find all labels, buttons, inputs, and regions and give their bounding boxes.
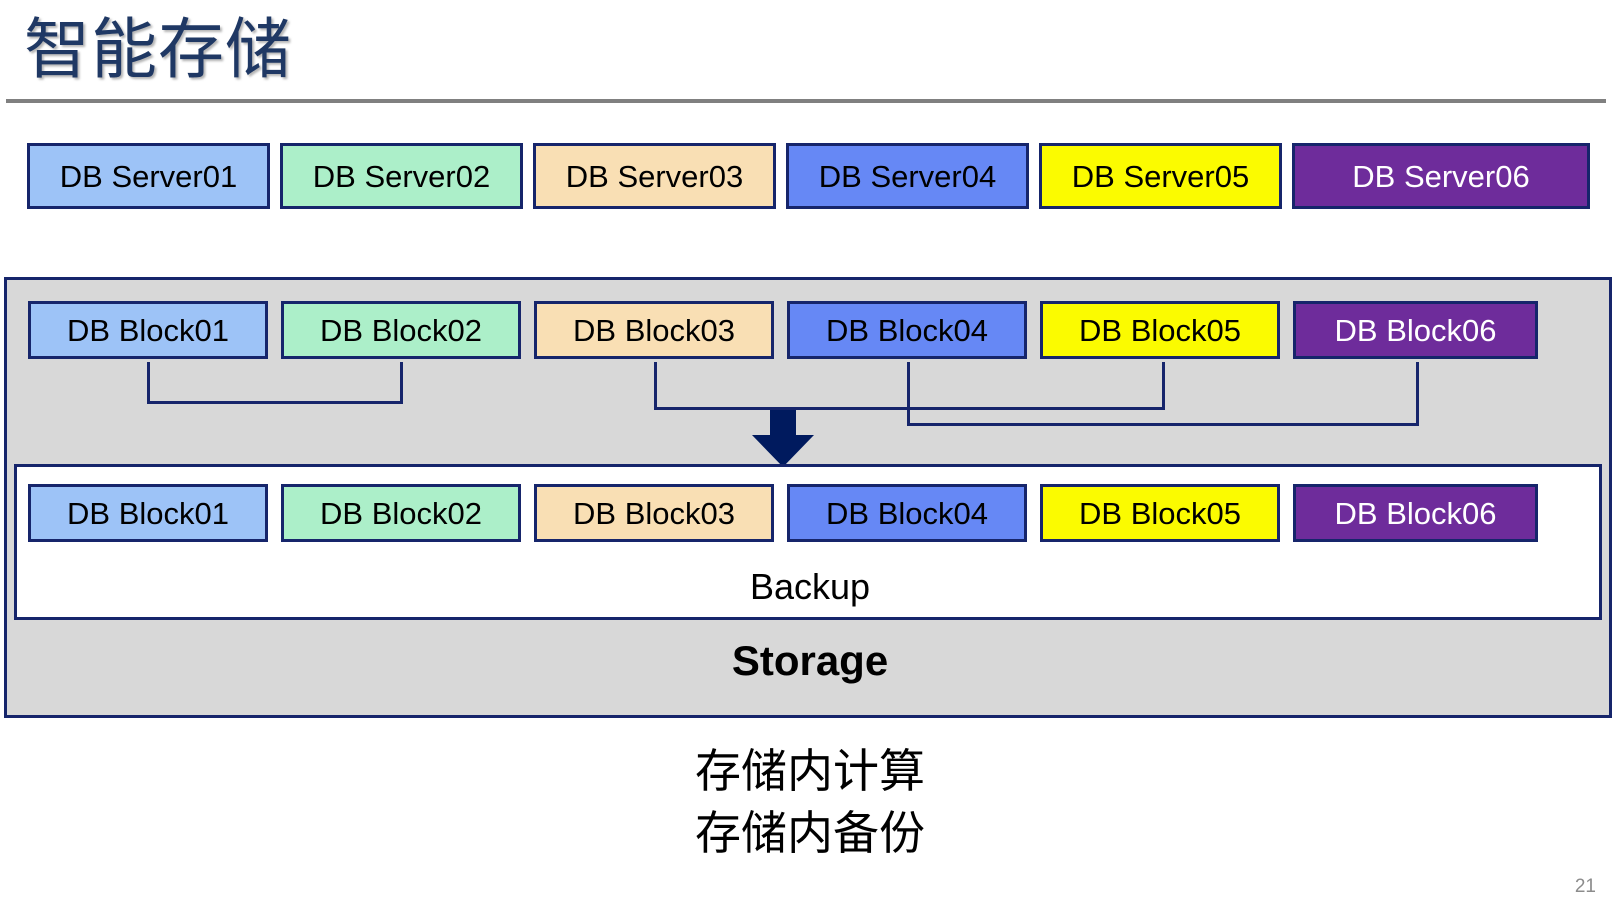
db-server-4: DB Server04 (786, 143, 1029, 209)
db-server-label: DB Server02 (312, 158, 491, 194)
page-number: 21 (1574, 876, 1596, 897)
db-server-label: DB Server03 (565, 158, 744, 194)
db-block-backup-3: DB Block03 (534, 484, 774, 542)
db-block-top-4: DB Block04 (787, 301, 1027, 359)
caption-line-2: 存储内备份 (695, 807, 925, 859)
db-block-top-label: DB Block03 (573, 312, 735, 348)
db-server-3: DB Server03 (533, 143, 776, 209)
db-block-top-label: DB Block04 (826, 312, 988, 348)
db-block-top-label: DB Block01 (67, 312, 229, 348)
db-block-top-label: DB Block02 (320, 312, 482, 348)
db-block-backup-1: DB Block01 (28, 484, 268, 542)
db-block-backup-label: DB Block04 (826, 495, 988, 531)
db-server-label: DB Server06 (1352, 158, 1530, 194)
db-block-backup-2: DB Block02 (281, 484, 521, 542)
storage-label: Storage (731, 637, 889, 684)
db-server-1: DB Server01 (27, 143, 270, 209)
db-block-backup-4: DB Block04 (787, 484, 1027, 542)
db-server-2: DB Server02 (280, 143, 523, 209)
db-block-backup-label: DB Block01 (67, 495, 229, 531)
db-server-6: DB Server06 (1292, 143, 1590, 209)
db-server-label: DB Server05 (1071, 158, 1250, 194)
title-divider (6, 99, 1606, 103)
db-block-backup-label: DB Block03 (573, 495, 735, 531)
db-block-top-3: DB Block03 (534, 301, 774, 359)
db-block-backup-label: DB Block06 (1334, 495, 1497, 531)
db-block-top-label: DB Block05 (1079, 312, 1241, 348)
db-block-backup-label: DB Block02 (320, 495, 482, 531)
db-server-label: DB Server01 (59, 158, 238, 194)
caption-line-1: 存储内计算 (695, 745, 925, 797)
bracket-block04-block06 (907, 362, 1419, 426)
down-arrow-icon (752, 410, 814, 467)
bracket-block01-block02 (147, 362, 403, 404)
db-server-5: DB Server05 (1039, 143, 1282, 209)
page-title: 智能存储 (24, 12, 292, 86)
caption-block: 存储内计算存储内备份 (0, 740, 1620, 864)
db-block-backup-label: DB Block05 (1079, 495, 1241, 531)
db-block-top-1: DB Block01 (28, 301, 268, 359)
db-block-backup-5: DB Block05 (1040, 484, 1280, 542)
db-server-label: DB Server04 (818, 158, 997, 194)
db-block-backup-6: DB Block06 (1293, 484, 1538, 542)
backup-label: Backup (749, 566, 871, 607)
db-block-top-2: DB Block02 (281, 301, 521, 359)
db-block-top-5: DB Block05 (1040, 301, 1280, 359)
db-block-top-label: DB Block06 (1334, 312, 1497, 348)
db-block-top-6: DB Block06 (1293, 301, 1538, 359)
